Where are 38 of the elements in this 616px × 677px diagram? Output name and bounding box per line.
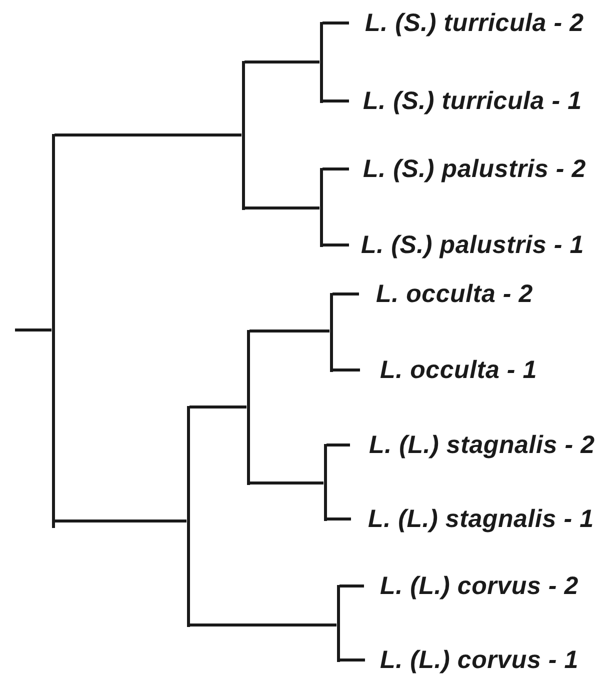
branch-line — [322, 22, 349, 24]
taxon-label: L. occulta - 1 — [360, 356, 538, 384]
taxon-label: L. (S.) palustris - 1 — [349, 231, 584, 259]
branch-bar — [52, 134, 54, 528]
branch-bar — [320, 168, 322, 246]
branch-line — [190, 624, 336, 626]
branch-line — [54, 134, 242, 136]
branch-line — [15, 328, 52, 332]
branch-line — [340, 584, 364, 588]
branch-line — [332, 292, 359, 296]
branch-bar — [320, 22, 322, 102]
branch-line — [244, 60, 320, 64]
branch-line — [322, 100, 349, 102]
branch-line — [326, 444, 350, 446]
branch-line — [54, 520, 186, 522]
taxon-label: L. (L.) stagnalis - 1 — [351, 505, 594, 533]
branch-line — [332, 368, 360, 372]
branch-bar — [330, 292, 332, 372]
branch-bar — [186, 406, 190, 626]
branch-line — [250, 482, 324, 484]
branch-bar — [336, 584, 340, 662]
branch-bar — [324, 444, 326, 520]
taxon-label: L. (S.) turricula - 2 — [349, 9, 584, 37]
taxon-label: L. (L.) stagnalis - 2 — [350, 431, 595, 459]
branch-line — [190, 406, 246, 408]
branch-line — [326, 518, 351, 520]
branch-bar — [242, 60, 244, 210]
branch-line — [250, 330, 330, 332]
taxon-label: L. occulta - 2 — [359, 280, 534, 308]
branch-line — [244, 206, 320, 210]
taxon-label: L. (S.) turricula - 1 — [349, 87, 582, 115]
branch-bar — [246, 330, 250, 484]
branch-line — [340, 658, 365, 662]
branch-line — [322, 168, 349, 170]
taxon-label: L. (L.) corvus - 2 — [364, 572, 578, 600]
branch-line — [322, 244, 349, 246]
taxon-label: L. (L.) corvus - 1 — [365, 646, 578, 674]
taxon-label: L. (S.) palustris - 2 — [349, 155, 586, 183]
